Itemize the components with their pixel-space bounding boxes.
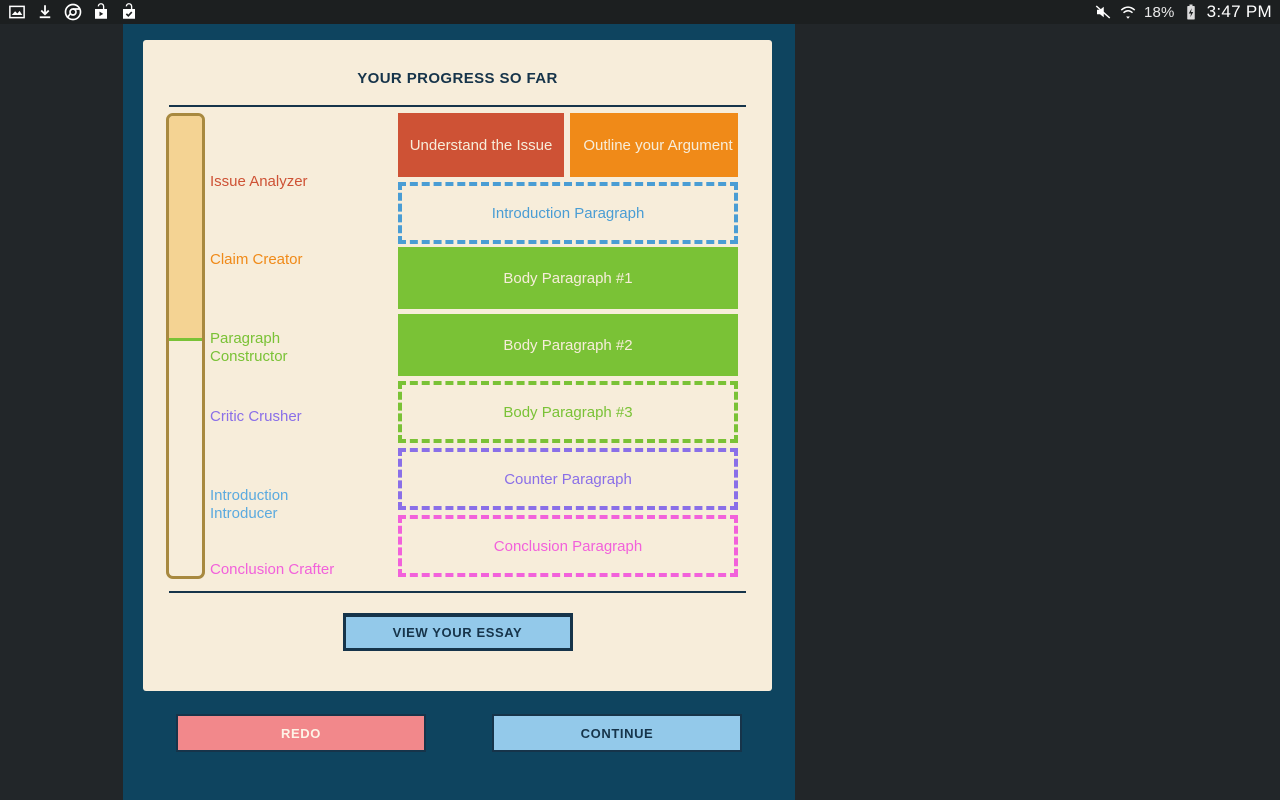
status-system-icons: 18% 3:47 PM bbox=[1094, 2, 1272, 22]
battery-charging-icon bbox=[1186, 4, 1195, 20]
progress-bar-fill bbox=[169, 116, 202, 341]
battery-percent: 18% bbox=[1143, 3, 1175, 21]
block-outline-your-argument[interactable]: Outline your Argument bbox=[570, 113, 738, 177]
page-title: YOUR PROGRESS SO FAR bbox=[357, 70, 558, 87]
block-understand-the-issue[interactable]: Understand the Issue bbox=[398, 113, 564, 177]
block-body-paragraph-1[interactable]: Body Paragraph #1 bbox=[398, 247, 738, 309]
block-label: Introduction Paragraph bbox=[491, 204, 645, 222]
block-label: Body Paragraph #1 bbox=[503, 269, 633, 287]
status-clock: 3:47 PM bbox=[1206, 2, 1272, 21]
stage-label-line: Claim Creator bbox=[210, 251, 303, 268]
block-label: Body Paragraph #3 bbox=[503, 403, 633, 421]
block-label: Body Paragraph #2 bbox=[503, 336, 633, 354]
block-label: Counter Paragraph bbox=[504, 470, 632, 488]
play-store-icon bbox=[95, 3, 107, 19]
block-introduction-paragraph[interactable]: Introduction Paragraph bbox=[398, 182, 738, 244]
footer-divider bbox=[169, 591, 746, 593]
chrome-icon bbox=[64, 3, 82, 21]
play-store-check-icon bbox=[123, 3, 135, 19]
stage-label-line: Conclusion Crafter bbox=[210, 561, 335, 578]
mute-icon bbox=[1095, 5, 1111, 19]
stage-label-5: Conclusion Crafter bbox=[210, 561, 395, 579]
status-notification-icons bbox=[8, 3, 138, 21]
progress-bar bbox=[166, 113, 205, 579]
stage-label-line: Critic Crusher bbox=[210, 408, 302, 425]
block-label: Conclusion Paragraph bbox=[493, 537, 643, 555]
block-body-paragraph-3[interactable]: Body Paragraph #3 bbox=[398, 381, 738, 443]
stage-label-line: Constructor bbox=[210, 348, 288, 365]
block-label: Understand the Issue bbox=[409, 136, 553, 154]
action-bar: REDO CONTINUE bbox=[123, 714, 795, 754]
android-status-bar: 18% 3:47 PM bbox=[0, 0, 1280, 24]
stage-label-line: Paragraph bbox=[210, 330, 281, 347]
wifi-icon bbox=[1120, 6, 1136, 19]
essay-top-row: Understand the Issue Outline your Argume… bbox=[398, 113, 743, 177]
continue-button[interactable]: CONTINUE bbox=[492, 714, 742, 752]
block-body-paragraph-2[interactable]: Body Paragraph #2 bbox=[398, 314, 738, 376]
image-icon bbox=[9, 5, 25, 19]
block-counter-paragraph[interactable]: Counter Paragraph bbox=[398, 448, 738, 510]
stage-label-line: Issue Analyzer bbox=[210, 173, 308, 190]
view-essay-button[interactable]: VIEW YOUR ESSAY bbox=[342, 613, 573, 651]
block-conclusion-paragraph[interactable]: Conclusion Paragraph bbox=[398, 515, 738, 577]
redo-button[interactable]: REDO bbox=[176, 714, 426, 752]
stage-label-1: Claim Creator bbox=[210, 251, 395, 269]
title-divider bbox=[169, 105, 746, 107]
stage-label-0: Issue Analyzer bbox=[210, 173, 395, 191]
download-icon bbox=[39, 5, 51, 19]
stage-label-line: Introduction bbox=[210, 487, 289, 504]
block-label: Outline your Argument bbox=[583, 136, 733, 154]
stage-label-line: Introducer bbox=[210, 505, 278, 522]
stage-label-3: Critic Crusher bbox=[210, 408, 395, 426]
